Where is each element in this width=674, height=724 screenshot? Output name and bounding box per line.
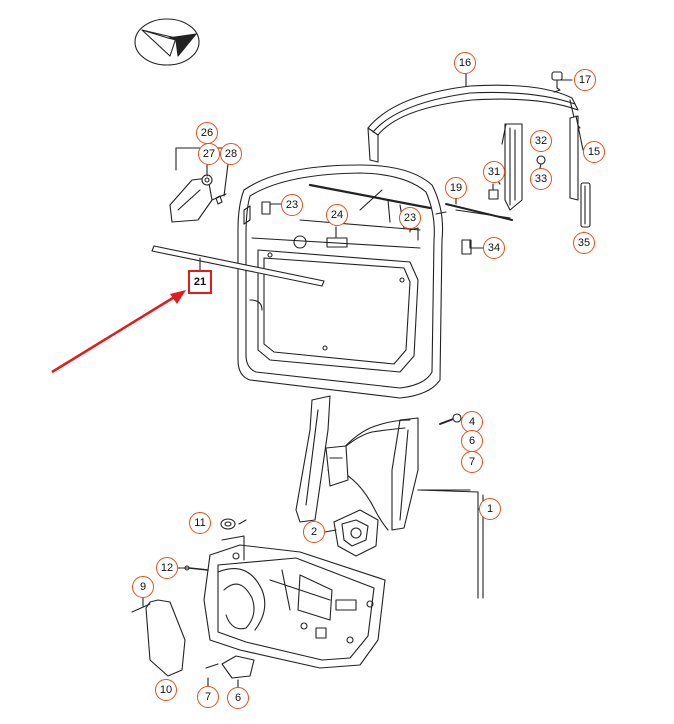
part-label-7[interactable]: 7 [461, 451, 483, 473]
grommet-part [220, 518, 236, 530]
guide-rail [445, 183, 513, 221]
part-label-7-lower[interactable]: 7 [197, 686, 219, 708]
bump-stop [461, 239, 472, 255]
door-shell [237, 164, 444, 399]
clip-part [551, 71, 563, 93]
part-label-6-lower[interactable]: 6 [227, 687, 249, 709]
part-label-11[interactable]: 11 [189, 512, 211, 534]
part-label-17[interactable]: 17 [574, 69, 596, 91]
part-label-6[interactable]: 6 [461, 430, 483, 452]
window-regulator [295, 395, 479, 599]
part-label-9[interactable]: 9 [132, 576, 154, 598]
part-label-12[interactable]: 12 [156, 557, 178, 579]
part-label-15[interactable]: 15 [583, 141, 605, 163]
door-handle-bracket [205, 655, 255, 679]
part-label-26[interactable]: 26 [196, 122, 218, 144]
part-label-28[interactable]: 28 [220, 143, 242, 165]
part-label-2[interactable]: 2 [303, 521, 325, 543]
part-label-33[interactable]: 33 [530, 168, 552, 190]
part-label-27[interactable]: 27 [198, 143, 220, 165]
part-label-32[interactable]: 32 [530, 130, 552, 152]
part-label-24[interactable]: 24 [326, 204, 348, 226]
part-label-19[interactable]: 19 [445, 177, 467, 199]
part-label-23-left[interactable]: 23 [281, 194, 303, 216]
membrane-part [131, 599, 186, 677]
b-pillar-trim [504, 123, 523, 211]
part-label-23-right[interactable]: 23 [399, 207, 421, 229]
logo-icon [134, 18, 200, 66]
window-frame-trim [367, 84, 581, 163]
part-label-21[interactable]: 21 [188, 270, 212, 294]
trim-strip [569, 115, 591, 228]
part-label-34[interactable]: 34 [483, 237, 505, 259]
part-label-31[interactable]: 31 [483, 161, 505, 183]
door-module-carrier [203, 544, 386, 669]
part-label-1[interactable]: 1 [479, 498, 501, 520]
part-label-4[interactable]: 4 [461, 411, 483, 433]
part-label-10[interactable]: 10 [155, 679, 177, 701]
part-label-35[interactable]: 35 [573, 232, 595, 254]
window-seal-strip [151, 245, 325, 287]
part-label-16[interactable]: 16 [454, 52, 476, 74]
highlight-arrow [51, 290, 186, 374]
window-motor [333, 509, 379, 557]
